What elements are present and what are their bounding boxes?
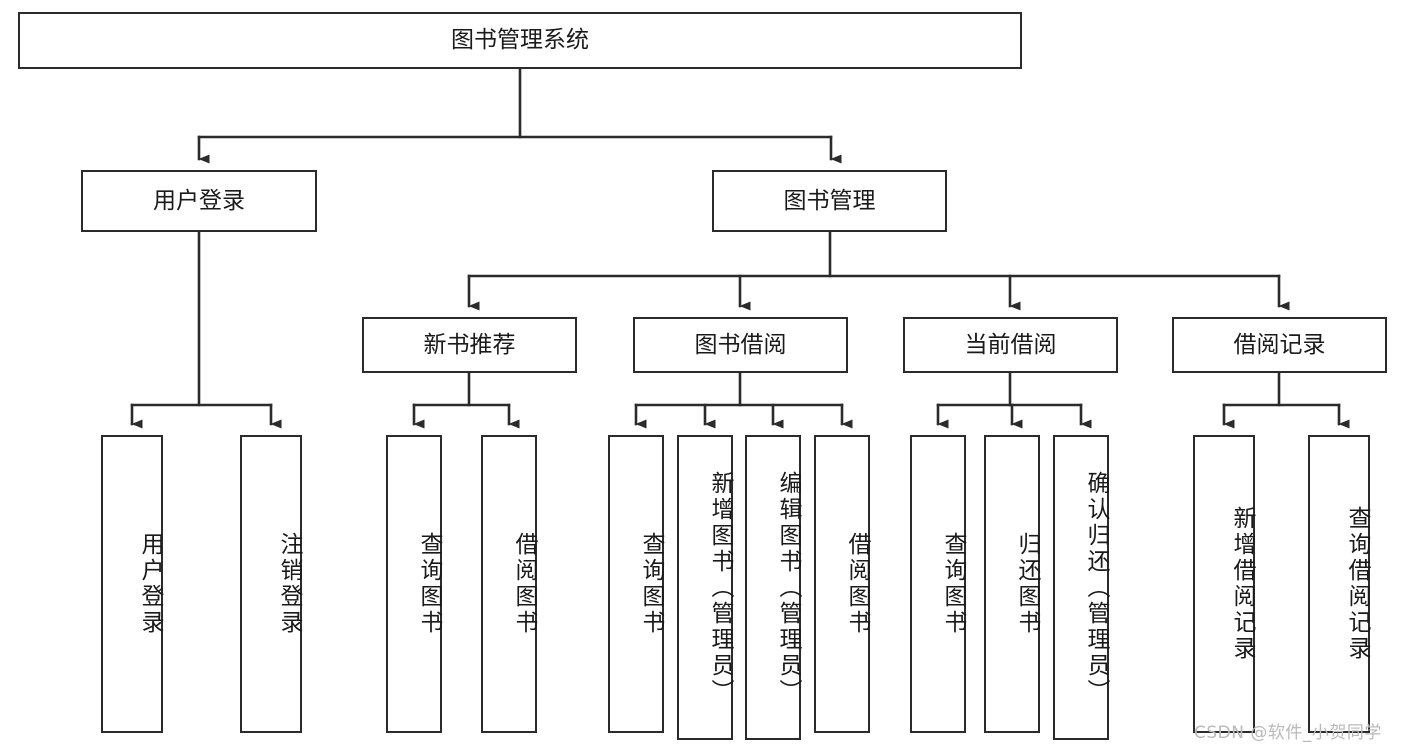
- node-leaf-query-book-3[interactable]: 查询图书: [910, 435, 966, 733]
- node-leaf-borrow-book-1[interactable]: 借阅图书: [481, 435, 537, 733]
- edge-group-current-borrow: [936, 371, 1092, 429]
- node-borrow-record[interactable]: 借阅记录: [1172, 317, 1387, 373]
- edge-group-borrow-record: [1222, 371, 1350, 429]
- node-leaf-add-record[interactable]: 新增借阅记录: [1193, 435, 1255, 733]
- node-leaf-borrow-book-1-label: 借阅图书: [511, 532, 537, 636]
- node-leaf-confirm-return-label: 确认归还（管理员）: [1083, 470, 1109, 705]
- node-root-label: 图书管理系统: [451, 27, 589, 54]
- node-book-borrow-label: 图书借阅: [694, 331, 787, 358]
- node-book-borrow[interactable]: 图书借阅: [633, 317, 848, 373]
- node-user-login[interactable]: 用户登录: [81, 170, 317, 232]
- edge-group-root: [197, 67, 842, 164]
- node-leaf-query-book-1[interactable]: 查询图书: [386, 435, 442, 733]
- node-book-manage[interactable]: 图书管理: [712, 170, 947, 232]
- node-book-manage-label: 图书管理: [783, 187, 876, 214]
- node-leaf-borrow-book-2-label: 借阅图书: [844, 532, 870, 636]
- node-leaf-add-book-label: 新增图书（管理员）: [707, 470, 733, 705]
- node-leaf-user-login-label: 用户登录: [137, 532, 163, 636]
- node-leaf-logout-label: 注销登录: [276, 532, 302, 636]
- edge-group-user-login: [130, 230, 282, 429]
- node-current-borrow[interactable]: 当前借阅: [903, 317, 1118, 373]
- csdn-watermark: CSDN @软件_小贺同学: [1194, 723, 1382, 743]
- node-leaf-return-book[interactable]: 归还图书: [984, 435, 1040, 733]
- edge-group-book-borrow: [634, 371, 853, 429]
- edge-group-new-book-rec: [412, 371, 520, 429]
- node-leaf-user-login[interactable]: 用户登录: [101, 435, 163, 733]
- node-current-borrow-label: 当前借阅: [964, 331, 1057, 358]
- edge-group-book-manage: [467, 230, 1290, 311]
- node-new-book-rec[interactable]: 新书推荐: [362, 317, 577, 373]
- node-borrow-record-label: 借阅记录: [1233, 331, 1326, 358]
- node-new-book-rec-label: 新书推荐: [423, 331, 516, 358]
- node-leaf-query-book-2-label: 查询图书: [638, 532, 664, 636]
- node-user-login-label: 用户登录: [153, 187, 245, 214]
- node-leaf-query-book-1-label: 查询图书: [416, 532, 442, 636]
- node-leaf-confirm-return[interactable]: 确认归还（管理员）: [1053, 435, 1109, 740]
- node-root[interactable]: 图书管理系统: [18, 12, 1022, 69]
- node-leaf-return-book-label: 归还图书: [1014, 532, 1040, 636]
- node-leaf-add-record-label: 新增借阅记录: [1229, 506, 1255, 662]
- node-leaf-borrow-book-2[interactable]: 借阅图书: [814, 435, 870, 733]
- node-leaf-edit-book-label: 编辑图书（管理员）: [775, 470, 801, 705]
- node-leaf-query-book-3-label: 查询图书: [940, 532, 966, 636]
- node-leaf-logout[interactable]: 注销登录: [240, 435, 302, 733]
- node-leaf-query-record-label: 查询借阅记录: [1344, 506, 1370, 662]
- node-leaf-add-book[interactable]: 新增图书（管理员）: [677, 435, 733, 740]
- node-leaf-query-record[interactable]: 查询借阅记录: [1308, 435, 1370, 733]
- node-leaf-edit-book[interactable]: 编辑图书（管理员）: [745, 435, 801, 740]
- node-leaf-query-book-2[interactable]: 查询图书: [608, 435, 664, 733]
